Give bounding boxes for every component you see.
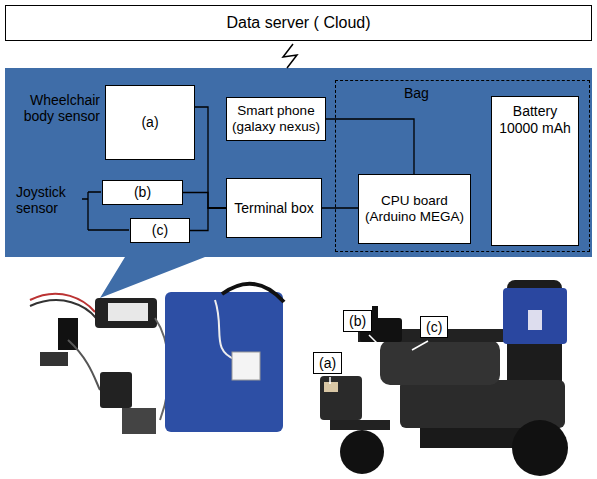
leader-line xyxy=(369,335,378,344)
sensor-part xyxy=(40,352,68,366)
front-sensor xyxy=(320,376,362,420)
joystick-stick xyxy=(372,306,378,320)
node-text: (a) xyxy=(141,114,158,131)
wire-connector xyxy=(322,207,358,208)
device-kit-photo xyxy=(18,268,290,476)
node-text: CPU board (Arduino MEGA) xyxy=(364,193,465,225)
node-text: Bag xyxy=(404,85,429,102)
phone-box: Smart phone (galaxy nexus) xyxy=(226,97,326,141)
cpu-box: CPU board (Arduino MEGA) xyxy=(358,174,471,244)
callout-label: (c) xyxy=(420,316,448,338)
server-box: Data server ( Cloud) xyxy=(5,5,592,41)
sensor-box: (b) xyxy=(102,180,183,205)
wheel xyxy=(512,420,568,476)
battery-box: Battery 10000 mAh xyxy=(491,96,579,246)
wheelchair-photo xyxy=(300,272,597,479)
cable xyxy=(30,300,96,318)
bag-group: BagBattery 10000 mAhCPU board (Arduino M… xyxy=(335,80,590,252)
leader-line xyxy=(412,341,428,350)
sensor-part xyxy=(100,372,132,408)
footplate xyxy=(330,420,390,430)
blue-panel xyxy=(5,68,592,298)
sensor-box: (c) xyxy=(130,218,190,243)
sensor-label: Wheelchair body sensor xyxy=(6,92,100,124)
bag-photo xyxy=(503,288,567,344)
wheel xyxy=(340,430,384,474)
terminal-box: Terminal box xyxy=(226,178,322,238)
node-text: Data server ( Cloud) xyxy=(226,13,370,32)
connector-plug xyxy=(122,408,156,434)
node-text: Terminal box xyxy=(234,200,313,217)
sensor-label: Joystick sensor xyxy=(16,184,80,216)
cushion xyxy=(380,340,500,385)
usb-adapter xyxy=(232,352,260,380)
usb-cable xyxy=(215,300,236,360)
node-text: (c) xyxy=(152,222,168,239)
leader-line xyxy=(329,377,331,384)
wire-connector xyxy=(326,119,414,174)
terminal-device xyxy=(95,298,157,328)
wire-connector xyxy=(190,208,226,231)
node-text: (b) xyxy=(134,184,151,201)
device-sticker xyxy=(108,303,148,321)
photo-ground xyxy=(18,268,290,476)
bag-photo xyxy=(165,292,283,432)
sensor-part xyxy=(58,318,78,350)
bag-tag xyxy=(528,310,542,330)
callout-label: (a) xyxy=(313,352,342,374)
cable xyxy=(68,340,100,390)
node-text: Smart phone (galaxy nexus) xyxy=(232,103,320,135)
sensor-board xyxy=(324,382,338,392)
bag-strap xyxy=(222,284,284,302)
photo-ground xyxy=(300,272,597,479)
node-text: Battery 10000 mAh xyxy=(497,103,573,137)
wireless-symbol xyxy=(283,44,297,68)
sensor-box: (a) xyxy=(105,85,195,160)
callout-label: (b) xyxy=(343,310,372,332)
wire-connector xyxy=(183,193,226,209)
